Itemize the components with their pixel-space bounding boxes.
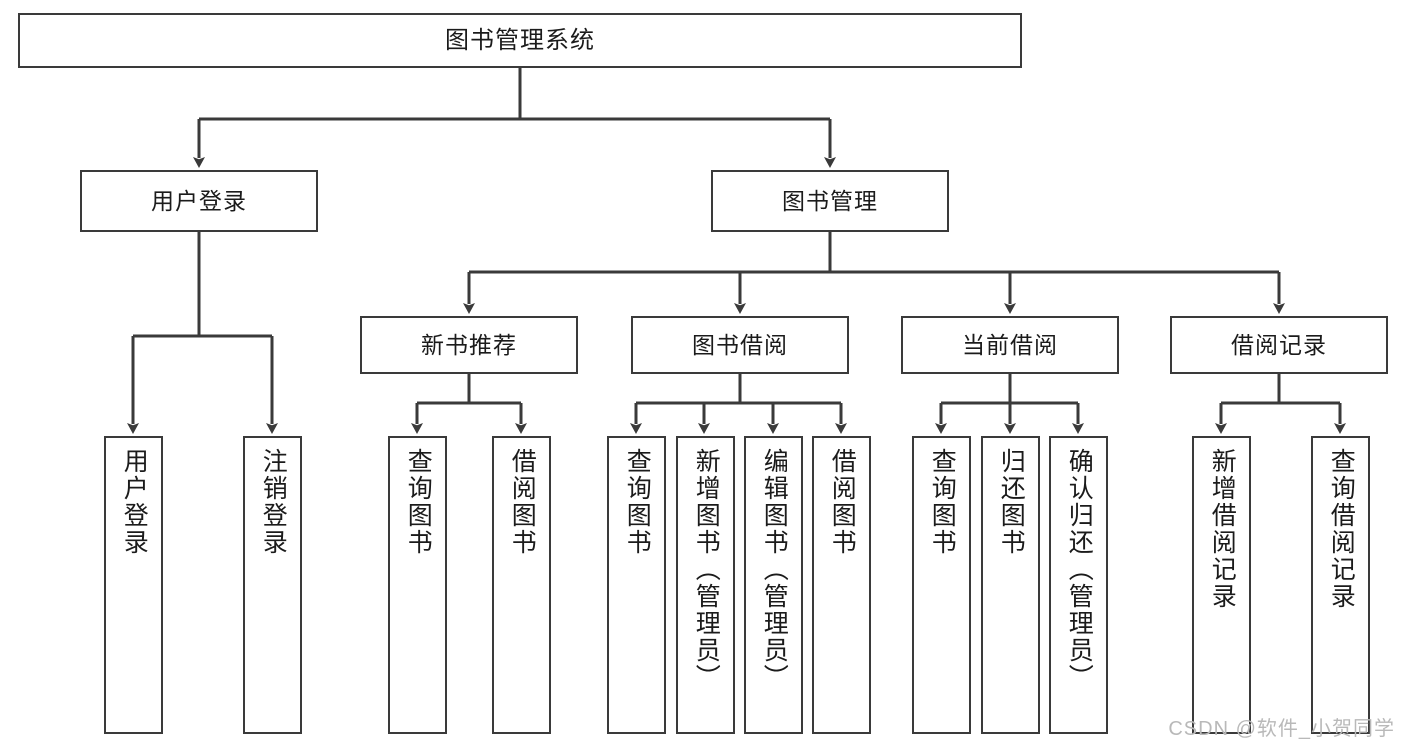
node-label: 图书管理系统 xyxy=(445,26,595,54)
leaf-confirm-return-admin[interactable]: 确认归还（管理员） xyxy=(1049,436,1108,734)
node-label: 查询图书 xyxy=(623,448,652,556)
leaf-query-book-current[interactable]: 查询图书 xyxy=(912,436,971,734)
node-label: 新增图书（管理员） xyxy=(692,448,721,691)
node-label: 查询图书 xyxy=(928,448,957,556)
node-label: 查询借阅记录 xyxy=(1327,448,1356,610)
node-borrow-record[interactable]: 借阅记录 xyxy=(1170,316,1388,374)
node-new-book-recommend[interactable]: 新书推荐 xyxy=(360,316,578,374)
node-label: 用户登录 xyxy=(120,448,149,556)
leaf-borrow-book-borrow[interactable]: 借阅图书 xyxy=(812,436,871,734)
node-label: 查询图书 xyxy=(404,448,433,556)
node-label: 注销登录 xyxy=(259,448,288,556)
leaf-borrow-book-new-book[interactable]: 借阅图书 xyxy=(492,436,551,734)
leaf-add-book-admin[interactable]: 新增图书（管理员） xyxy=(676,436,735,734)
node-label: 借阅图书 xyxy=(828,448,857,556)
leaf-add-borrow-record[interactable]: 新增借阅记录 xyxy=(1192,436,1251,734)
node-label: 当前借阅 xyxy=(962,331,1058,358)
node-user-login[interactable]: 用户登录 xyxy=(80,170,318,232)
node-label: 借阅图书 xyxy=(508,448,537,556)
node-root-book-management-system[interactable]: 图书管理系统 xyxy=(18,13,1022,68)
node-book-management[interactable]: 图书管理 xyxy=(711,170,949,232)
leaf-user-login[interactable]: 用户登录 xyxy=(104,436,163,734)
node-label: 确认归还（管理员） xyxy=(1065,448,1094,691)
node-book-borrow[interactable]: 图书借阅 xyxy=(631,316,849,374)
leaf-query-book-borrow[interactable]: 查询图书 xyxy=(607,436,666,734)
leaf-query-book-new-book[interactable]: 查询图书 xyxy=(388,436,447,734)
node-label: 图书借阅 xyxy=(692,331,788,358)
node-label: 编辑图书（管理员） xyxy=(760,448,789,691)
leaf-query-borrow-record[interactable]: 查询借阅记录 xyxy=(1311,436,1370,734)
leaf-logout-login[interactable]: 注销登录 xyxy=(243,436,302,734)
node-label: 用户登录 xyxy=(151,187,247,214)
node-label: 借阅记录 xyxy=(1231,331,1327,358)
leaf-edit-book-admin[interactable]: 编辑图书（管理员） xyxy=(744,436,803,734)
leaf-return-book[interactable]: 归还图书 xyxy=(981,436,1040,734)
node-label: 新书推荐 xyxy=(421,331,517,358)
node-current-borrow[interactable]: 当前借阅 xyxy=(901,316,1119,374)
node-label: 归还图书 xyxy=(997,448,1026,556)
node-label: 新增借阅记录 xyxy=(1208,448,1237,610)
node-label: 图书管理 xyxy=(782,187,878,214)
